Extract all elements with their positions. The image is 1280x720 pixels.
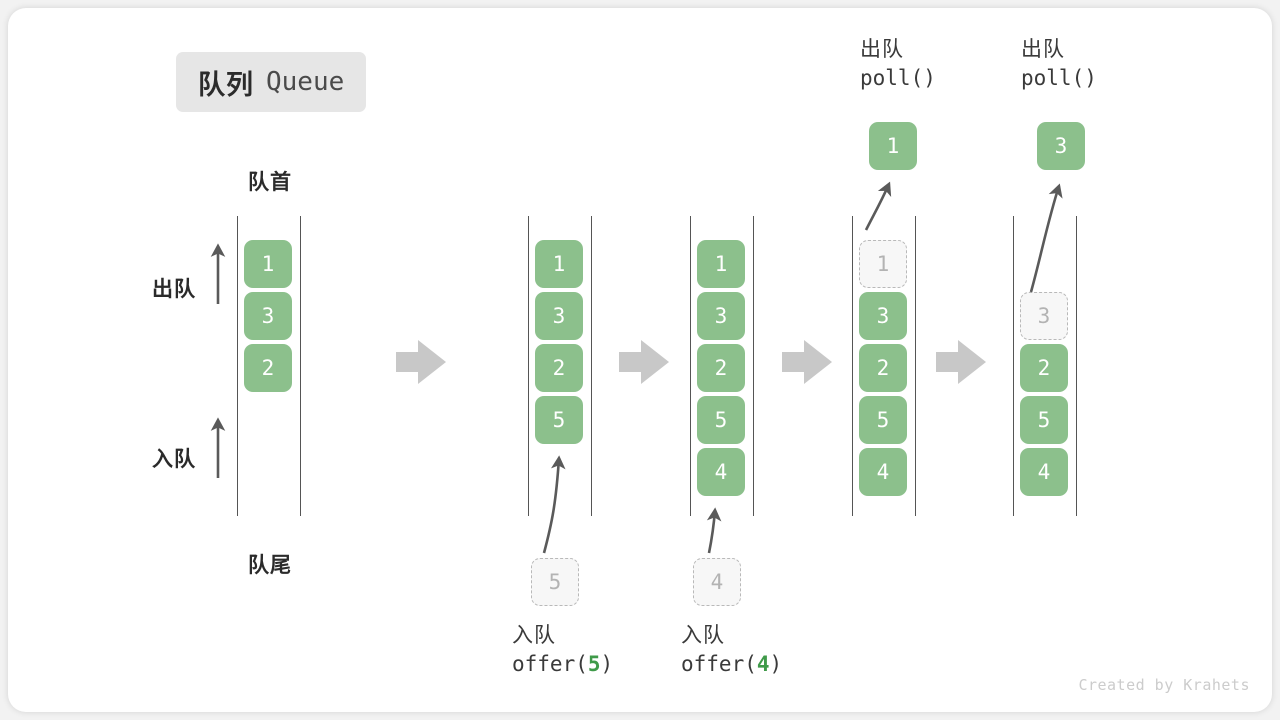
queue-column-offer-5: 1 3 2 5	[528, 216, 592, 516]
step-arrow-icon	[619, 340, 669, 384]
queue-column-offer-4: 1 3 2 5 4	[690, 216, 754, 516]
operation-fn-close: )	[923, 66, 936, 91]
title-chinese: 队列	[198, 69, 254, 100]
queue-rail-right	[915, 216, 916, 516]
operation-fn: poll(	[860, 66, 924, 91]
queue-column-poll-3: 3 2 5 4	[1013, 216, 1077, 516]
queue-column-initial: 1 3 2	[237, 216, 301, 516]
operation-fn: offer(	[512, 652, 588, 677]
queue-cell: 5	[859, 396, 907, 444]
queue-cell: 1	[244, 240, 292, 288]
queue-rail-right	[591, 216, 592, 516]
pending-value-box: 4	[693, 558, 741, 606]
queue-cell: 1	[535, 240, 583, 288]
operation-label-offer-5: 入队 offer(5)	[512, 622, 613, 679]
operation-chinese: 出队	[860, 38, 904, 61]
popped-value-box: 1	[869, 122, 917, 170]
operation-fn: poll(	[1021, 66, 1085, 91]
operation-code: poll()	[1021, 64, 1097, 92]
step-arrow-icon	[936, 340, 986, 384]
queue-cell: 5	[1020, 396, 1068, 444]
operation-arg: 5	[587, 652, 601, 677]
operation-code: poll()	[860, 64, 936, 92]
step-arrow-icon	[782, 340, 832, 384]
queue-rail-left	[852, 216, 853, 516]
queue-cell: 3	[535, 292, 583, 340]
operation-arg: 4	[756, 652, 770, 677]
queue-cell: 4	[859, 448, 907, 496]
operation-label-poll-3: 出队 poll()	[1021, 36, 1097, 93]
operation-fn-close: )	[1084, 66, 1097, 91]
label-enqueue-direction: 入队	[152, 448, 196, 471]
operation-chinese: 出队	[1021, 38, 1065, 61]
title-english: Queue	[266, 67, 345, 97]
enqueue-curve-arrow-icon	[706, 507, 722, 554]
operation-fn-close: )	[600, 652, 614, 677]
popped-value-box: 3	[1037, 122, 1085, 170]
queue-cell: 3	[244, 292, 292, 340]
queue-cell-new: 5	[535, 396, 583, 444]
operation-label-offer-4: 入队 offer(4)	[681, 622, 782, 679]
arrow-overlay	[210, 181, 1063, 554]
operation-chinese: 入队	[512, 624, 556, 647]
queue-rail-right	[753, 216, 754, 516]
label-dequeue-direction: 出队	[152, 278, 196, 301]
queue-cell-new: 4	[697, 448, 745, 496]
queue-cell: 4	[1020, 448, 1068, 496]
operation-fn: offer(	[681, 652, 757, 677]
label-queue-tail: 队尾	[248, 554, 292, 577]
queue-rail-left	[237, 216, 238, 516]
operation-chinese: 入队	[681, 624, 725, 647]
queue-cell: 1	[697, 240, 745, 288]
pending-value-box: 5	[531, 558, 579, 606]
operation-code: offer(5)	[512, 650, 613, 678]
operation-code: offer(4)	[681, 650, 782, 678]
queue-cell: 5	[697, 396, 745, 444]
step-arrow-icon	[396, 340, 446, 384]
queue-cell: 3	[859, 292, 907, 340]
diagram-card: 队列 Queue 队首 队尾 出队 入队 1 3 2 1 3 2 5 5 入队	[8, 8, 1272, 712]
queue-cell-removed: 3	[1020, 292, 1068, 340]
queue-rail-left	[690, 216, 691, 516]
queue-rail-left	[528, 216, 529, 516]
queue-cell-removed: 1	[859, 240, 907, 288]
operation-fn-close: )	[769, 652, 783, 677]
label-queue-head: 队首	[248, 171, 292, 194]
watermark-credit: Created by Krahets	[1078, 676, 1250, 694]
queue-rail-right	[1076, 216, 1077, 516]
queue-cell: 2	[535, 344, 583, 392]
operation-label-poll-1: 出队 poll()	[860, 36, 936, 93]
queue-cell: 3	[697, 292, 745, 340]
queue-rail-left	[1013, 216, 1014, 516]
queue-rail-right	[300, 216, 301, 516]
queue-cell: 2	[244, 344, 292, 392]
queue-cell: 2	[859, 344, 907, 392]
queue-cell: 2	[1020, 344, 1068, 392]
diagram-title-badge: 队列 Queue	[176, 52, 367, 112]
queue-column-poll-1: 1 3 2 5 4	[852, 216, 916, 516]
queue-cell: 2	[697, 344, 745, 392]
